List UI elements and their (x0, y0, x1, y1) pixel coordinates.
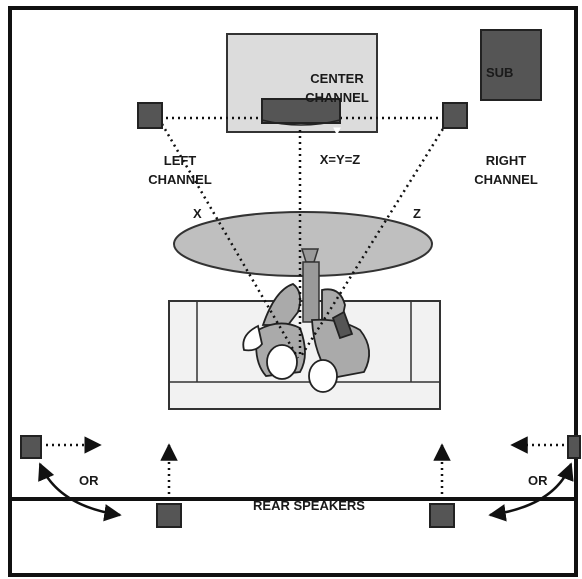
rear-right-side-speaker (567, 435, 581, 459)
x-distance-label: X (193, 206, 202, 221)
or-curved-arrows (38, 462, 574, 522)
floor-lamp (300, 248, 320, 323)
rear-left-back-speaker (156, 503, 182, 528)
or-label-right: OR (528, 473, 548, 488)
center-label-line1: CENTER (310, 71, 364, 86)
equal-distance-label: X=Y=Z (320, 152, 361, 167)
left-label-line2: CHANNEL (148, 172, 212, 187)
center-label-line2: CHANNEL (305, 90, 369, 105)
left-label-line1: LEFT (164, 153, 197, 168)
sub-label: SUB (486, 65, 513, 80)
or-label-left: OR (79, 473, 99, 488)
rear-left-side-speaker (20, 435, 42, 459)
rear-direction-arrows (46, 436, 564, 500)
right-label-line1: RIGHT (486, 153, 527, 168)
left-channel-speaker (137, 102, 163, 129)
rear-right-back-speaker (429, 503, 455, 528)
distance-lines (160, 116, 448, 359)
seated-listeners (242, 282, 370, 393)
center-channel-speaker (261, 98, 341, 124)
right-channel-speaker (442, 102, 468, 129)
subwoofer-speaker (480, 29, 542, 101)
right-label-line2: CHANNEL (474, 172, 538, 187)
z-distance-label: Z (413, 206, 421, 221)
rear-speakers-label: REAR SPEAKERS (253, 498, 365, 513)
